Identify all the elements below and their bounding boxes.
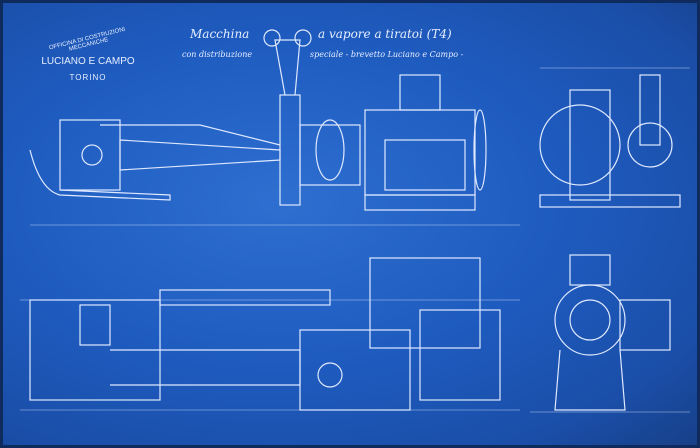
maker-stamp: OFFICINA DI COSTRUZIONI MECCANICHE LUCIA… [28,27,148,82]
maker-name: LUCIANO E CAMPO [41,56,135,67]
plan-section-view [20,257,520,411]
subtitle-distribution: con distribuzione [182,50,253,59]
title-type: a vapore a tiratoi (T4) [318,27,452,41]
end-elevation-view [539,67,690,208]
side-elevation-view [29,29,520,226]
subtitle-patent: speciale - brevetto Luciano e Campo - [310,50,464,59]
maker-city: TORINO [69,73,107,82]
cross-section-view [530,254,690,413]
title-machine: Macchina [190,27,250,41]
